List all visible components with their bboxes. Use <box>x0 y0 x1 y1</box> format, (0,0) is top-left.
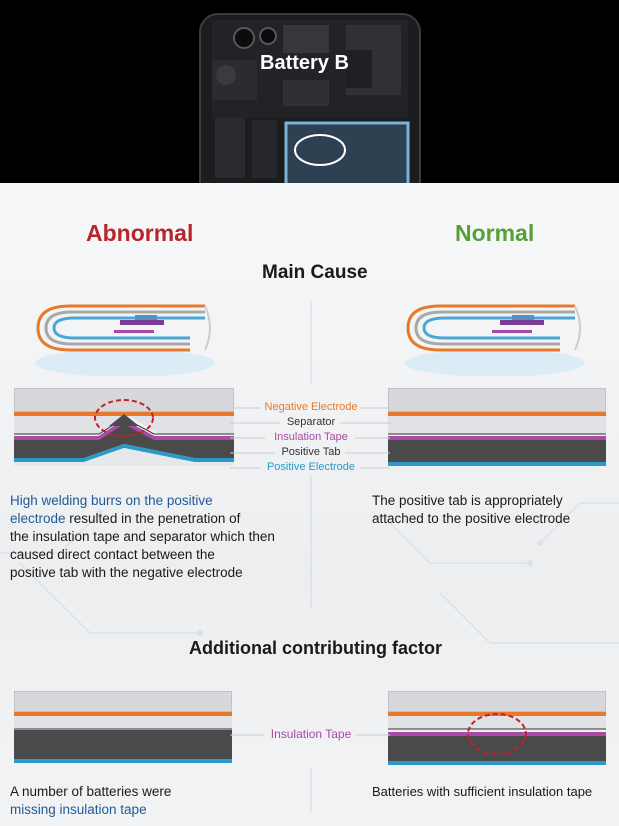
normal-description: The positive tab is appropriately attach… <box>372 492 612 528</box>
abnormal-desc-line4: caused direct contact between the <box>10 547 215 562</box>
sufficient-desc-line1: Batteries with sufficient insulation tap… <box>372 784 593 799</box>
missing-tape-cross-section <box>14 691 232 763</box>
normal-heading: Normal <box>455 220 535 246</box>
background-circuit-lines <box>0 301 619 813</box>
missing-tape-description: A number of batteries were missing insul… <box>10 783 270 819</box>
legend-negative-electrode: Negative Electrode <box>264 401 358 413</box>
battery-label: Battery B <box>260 52 349 74</box>
sufficient-tape-description: Batteries with sufficient insulation tap… <box>372 783 617 801</box>
abnormal-cross-section <box>14 388 234 466</box>
abnormal-description: High welding burrs on the positive elect… <box>10 492 305 582</box>
legend-positive-electrode: Positive Electrode <box>266 461 356 473</box>
phone-internals-photo: Battery B <box>0 0 619 183</box>
missing-desc-line1: A number of batteries were <box>10 784 172 799</box>
main-cause-heading: Main Cause <box>262 262 368 283</box>
normal-cross-section <box>388 388 606 466</box>
abnormal-desc-line2-highlight: electrode <box>10 511 66 526</box>
sufficient-tape-cross-section <box>388 691 606 765</box>
abnormal-desc-line2: resulted in the penetration of <box>65 511 241 526</box>
legend-separator: Separator <box>286 416 336 428</box>
missing-desc-line2: missing insulation tape <box>10 802 147 817</box>
normal-folded-cell-icon <box>405 304 585 376</box>
legend-leader-lines <box>230 407 390 469</box>
legend-positive-tab: Positive Tab <box>281 446 341 458</box>
normal-desc-line2: attached to the positive electrode <box>372 511 571 526</box>
insulation-tape-label: Insulation Tape <box>270 727 352 741</box>
abnormal-desc-line1: High welding burrs on the positive <box>10 493 213 508</box>
abnormal-folded-cell-icon <box>35 304 215 376</box>
legend-insulation-tape: Insulation Tape <box>274 431 348 443</box>
normal-desc-line1: The positive tab is appropriately <box>372 493 563 508</box>
phone-internals-illustration <box>199 13 421 183</box>
diagram-panel: Abnormal Normal Main Cause <box>0 183 619 826</box>
abnormal-desc-line3: the insulation tape and separator which … <box>10 529 275 544</box>
abnormal-desc-line5: positive tab with the negative electrode <box>10 565 243 580</box>
abnormal-heading: Abnormal <box>86 220 194 246</box>
insulation-tape-leader-lines <box>230 734 390 736</box>
additional-factor-heading: Additional contributing factor <box>189 638 442 658</box>
